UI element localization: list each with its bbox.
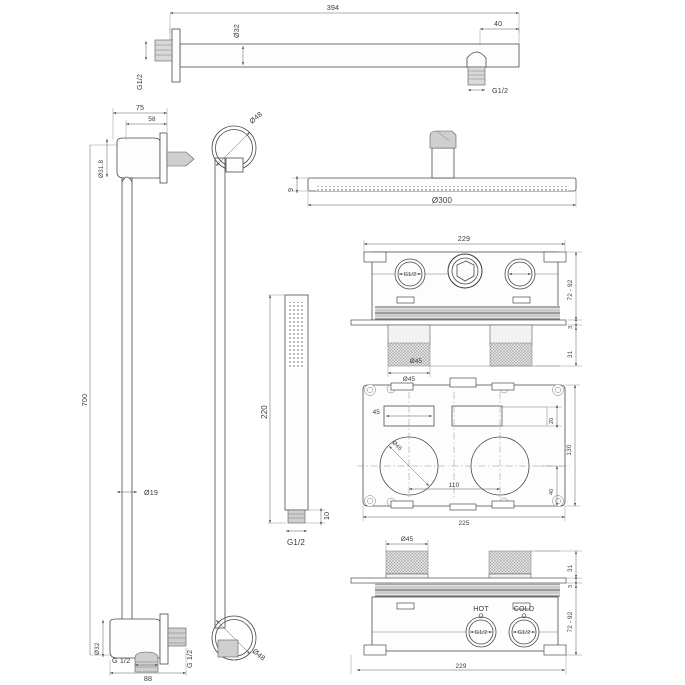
label-hot: HOT [473, 604, 489, 613]
dim-head-thickness: 9 [286, 188, 295, 192]
dim-valve1-handle-dia: Ø45 [403, 376, 416, 383]
dim-valve3-handle-proj: 31 [567, 564, 574, 572]
dim-arm-diameter: Ø32 [232, 24, 241, 38]
dim-valve2-height: 130 [566, 444, 573, 455]
valve-front-drawing: 229 G1/2 [350, 234, 582, 383]
dim-valve3-plate: 3 [568, 585, 574, 588]
dim-rail-flange-top: Ø48 [248, 110, 265, 126]
dim-arm-outlet-thread: G1/2 [492, 86, 508, 95]
dim-rail-bracket-inner: 58 [148, 116, 156, 123]
dim-handshower-length: 220 [260, 405, 269, 419]
dim-valve3-depth: 72 - 92 [567, 611, 574, 632]
dim-rail-tube-diameter: Ø19 [144, 488, 158, 497]
dim-valve3-width: 229 [455, 663, 466, 670]
rain-head-drawing: 9 Ø300 [286, 130, 577, 207]
dim-rail-base-width: 88 [144, 674, 152, 683]
dim-valve3-hot-thread: G1/2 [475, 630, 488, 636]
valve-plan-drawing: Ø45 [357, 358, 580, 527]
dim-valve2-knurl: Ø45 [410, 358, 423, 365]
dim-head-diameter: Ø300 [432, 196, 453, 205]
dim-valve1-plate: 3 [568, 326, 574, 329]
shower-arm-drawing: Ø32 40 G1/2 G1/2 394 [135, 3, 520, 95]
dim-handshower-connector: 10 [322, 512, 331, 520]
dim-rail-height: 700 [80, 394, 89, 406]
dim-valve3-handle-dia: Ø45 [401, 536, 414, 543]
dim-valve1-handle-proj: 31 [567, 350, 574, 358]
dim-valve2-slot-width: 45 [373, 409, 381, 416]
dim-arm-length: 394 [327, 3, 339, 12]
valve-rear-drawing: Ø45 G1/2 G1/2 HOT COLD O O [350, 536, 582, 674]
dim-rail-bracket-length: 75 [136, 103, 144, 112]
dim-rail-base-diameter: Ø32 [94, 642, 101, 655]
dim-arm-inlet-thread: G1/2 [135, 74, 144, 90]
dim-valve3-cold-thread: G1/2 [518, 630, 531, 636]
label-cold: COLD [514, 604, 535, 613]
dim-rail-thread-b: G 1/2 [185, 650, 194, 668]
dim-rail-bracket-diameter: Ø31.8 [98, 160, 105, 178]
dim-rail-thread-a: G 1/2 [112, 656, 130, 665]
dim-handshower-thread: G1/2 [287, 538, 305, 547]
dim-valve2-offset: 40 [549, 488, 555, 495]
hot-mark-icon: O [478, 613, 483, 620]
dim-valve2-slot-height: 20 [549, 417, 555, 424]
dim-valve2-spacing: 110 [449, 482, 460, 489]
cold-mark-icon: O [521, 613, 526, 620]
dim-valve1-depth: 72 - 92 [567, 279, 574, 300]
slide-rail-drawing: Ø48 Ø48 75 58 Ø31.8 700 [80, 103, 267, 683]
dim-arm-offset: 40 [494, 19, 502, 28]
hand-shower-drawing: 220 10 G1/2 [260, 294, 331, 547]
dim-valve2-width: 225 [458, 520, 469, 527]
dim-valve1-width: 229 [458, 234, 470, 243]
dim-valve1-port-thread: G1/2 [404, 272, 417, 278]
